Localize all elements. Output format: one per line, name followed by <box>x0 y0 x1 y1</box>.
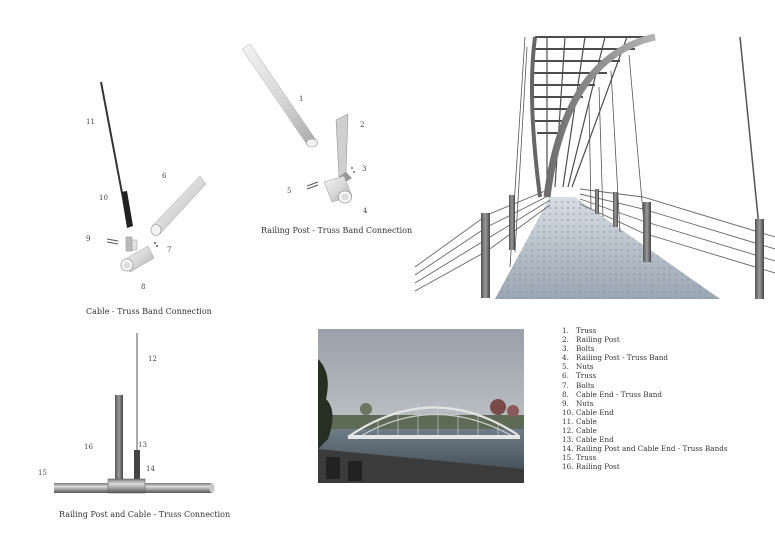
legend-item: 7.Bolts <box>562 380 595 390</box>
legend-item: 9.Nuts <box>562 398 594 408</box>
callout-16: 16 <box>84 443 93 451</box>
bridge-photo <box>318 329 524 483</box>
callout-3: 3 <box>362 165 367 173</box>
callout-1: 1 <box>299 95 304 103</box>
legend-item: 1.Truss <box>562 326 597 335</box>
nut-mark <box>106 238 119 242</box>
truss-railing-post <box>115 395 123 485</box>
truss-band <box>120 245 155 273</box>
railing-nut <box>306 181 319 187</box>
truss-band-block <box>107 478 146 494</box>
callout-13: 13 <box>138 441 147 449</box>
caption-railing-truss-band: Railing Post - Truss Band Connection <box>261 226 413 235</box>
legend-item: 11.Cable <box>562 416 597 426</box>
legend-item: 3.Bolts <box>562 344 595 354</box>
railing-truss-band <box>323 175 353 204</box>
cable-end-fitting <box>121 191 133 228</box>
hanger-cables <box>509 36 761 268</box>
caption-cable-truss-band: Cable - Truss Band Connection <box>86 307 212 316</box>
cable-rod <box>100 81 123 194</box>
legend-item: 12.Cable <box>562 426 597 436</box>
canopy-grid <box>533 36 655 188</box>
callout-9: 9 <box>86 235 91 243</box>
legend-item: 6.Truss <box>562 371 597 381</box>
legend-item: 4.Railing Post - Truss Band <box>562 353 669 363</box>
railing-bolt <box>351 167 353 169</box>
legend-item: 16.Railing Post <box>562 462 620 472</box>
railing-truss-tube <box>241 43 318 148</box>
callout-4: 4 <box>363 207 368 215</box>
parts-legend: 1.Truss 2.Railing Post 3.Bolts 4.Railing… <box>562 326 728 472</box>
callout-14: 14 <box>146 465 155 473</box>
callout-11: 11 <box>86 118 95 126</box>
bridge-deck-rendering <box>414 33 775 299</box>
truss-tube <box>150 175 207 236</box>
bolt-mark <box>154 242 156 244</box>
legend-item: 10.Cable End <box>562 407 614 417</box>
callout-10: 10 <box>99 194 108 202</box>
legend-item: 13.Cable End <box>562 435 614 445</box>
callout-7: 7 <box>167 246 172 254</box>
truss-cable-end <box>134 450 140 482</box>
legend-item: 8.Cable End - Truss Band <box>562 389 663 399</box>
arch <box>543 33 656 198</box>
callout-12: 12 <box>148 355 157 363</box>
callout-5: 5 <box>287 187 292 195</box>
legend-item: 2.Railing Post <box>562 335 620 345</box>
legend-item: 5.Nuts <box>562 362 594 372</box>
callout-2: 2 <box>360 121 365 129</box>
callout-8: 8 <box>141 283 146 291</box>
callout-15: 15 <box>38 469 47 477</box>
legend-item: 15.Truss <box>562 453 597 463</box>
legend-item: 14.Railing Post and Cable End - Truss Ba… <box>562 444 728 454</box>
railing-posts <box>481 189 764 299</box>
callout-6: 6 <box>162 172 167 180</box>
caption-railing-cable-truss: Railing Post and Cable - Truss Connectio… <box>59 510 231 519</box>
